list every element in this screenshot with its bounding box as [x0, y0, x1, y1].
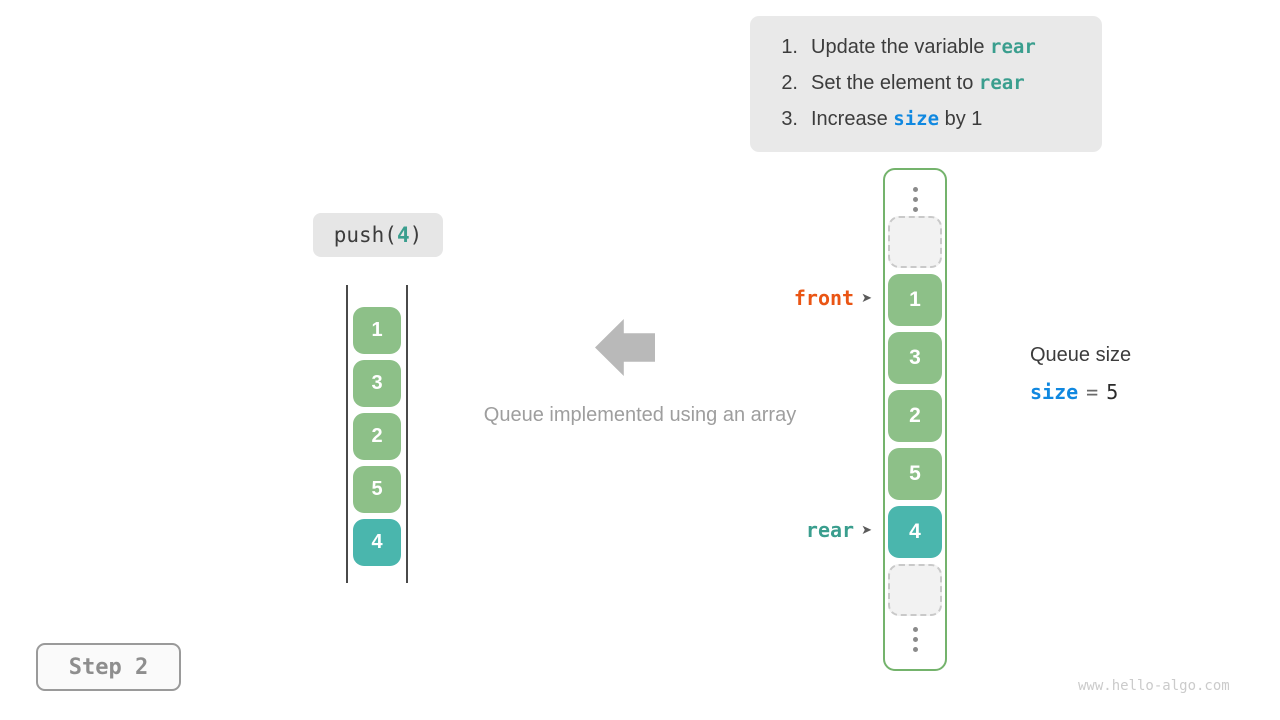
- rear-pointer-label: rear: [805, 518, 855, 542]
- queue-size-expression: size = 5: [1030, 380, 1131, 404]
- instruction-text: Update the variable rear: [811, 35, 1036, 58]
- front-pointer: front ➤: [760, 284, 872, 312]
- left-queue: 1 3 2 5 4: [346, 285, 408, 583]
- operation-suffix: ): [409, 223, 423, 247]
- dot: [912, 646, 918, 652]
- size-variable: size: [1030, 380, 1079, 404]
- array-container: 1 3 2 5 4: [883, 168, 947, 671]
- code-size: size: [893, 107, 940, 130]
- queue-cell: 1: [353, 307, 401, 354]
- operation-label: push(4): [313, 213, 443, 257]
- code-rear: rear: [978, 71, 1025, 94]
- array-cell-rear: 4: [888, 506, 942, 558]
- watermark: www.hello-algo.com: [1078, 678, 1230, 694]
- instruction-box: 1. Update the variable rear 2. Set the e…: [750, 16, 1102, 152]
- instruction-text: Set the element to rear: [811, 71, 1025, 94]
- array-cell-empty: [888, 564, 942, 616]
- queue-cell-new: 4: [353, 519, 401, 566]
- queue-size-title: Queue size: [1030, 344, 1132, 366]
- operation-prefix: push(: [333, 223, 397, 247]
- code-rear: rear: [990, 35, 1036, 58]
- array-cell: 5: [888, 448, 942, 500]
- instruction-item: 3. Increase size by 1: [774, 101, 1102, 137]
- dot: [912, 186, 918, 192]
- instruction-number: 2.: [781, 71, 798, 94]
- array-cell-empty: [888, 216, 942, 268]
- instruction-number: 3.: [781, 107, 798, 130]
- pointer-arrow-icon: ➤: [861, 522, 872, 538]
- left-arrow-icon: [595, 319, 655, 376]
- step-badge: Step 2: [36, 643, 181, 691]
- caption: Queue implemented using an array: [483, 404, 797, 426]
- dot: [912, 196, 918, 202]
- array-cell: 2: [888, 390, 942, 442]
- array-cell: 3: [888, 332, 942, 384]
- instruction-item: 1. Update the variable rear: [774, 29, 1102, 65]
- queue-cell: 2: [353, 413, 401, 460]
- front-pointer-label: front: [793, 286, 855, 310]
- dot: [912, 626, 918, 632]
- operation-argument: 4: [396, 223, 410, 247]
- instruction-item: 2. Set the element to rear: [774, 65, 1102, 101]
- dot: [912, 206, 918, 212]
- queue-cell: 5: [353, 466, 401, 513]
- equals-sign: =: [1086, 380, 1099, 404]
- instruction-text: Increase size by 1: [811, 107, 983, 130]
- vertical-ellipsis-icon: [885, 622, 945, 656]
- instruction-number: 1.: [781, 35, 798, 58]
- size-value: 5: [1106, 380, 1119, 404]
- queue-size-block: Queue size size = 5: [1030, 344, 1131, 404]
- pointer-arrow-icon: ➤: [861, 290, 872, 306]
- array-cell: 1: [888, 274, 942, 326]
- dot: [912, 636, 918, 642]
- vertical-ellipsis-icon: [885, 182, 945, 216]
- rear-pointer: rear ➤: [760, 516, 872, 544]
- queue-cell: 3: [353, 360, 401, 407]
